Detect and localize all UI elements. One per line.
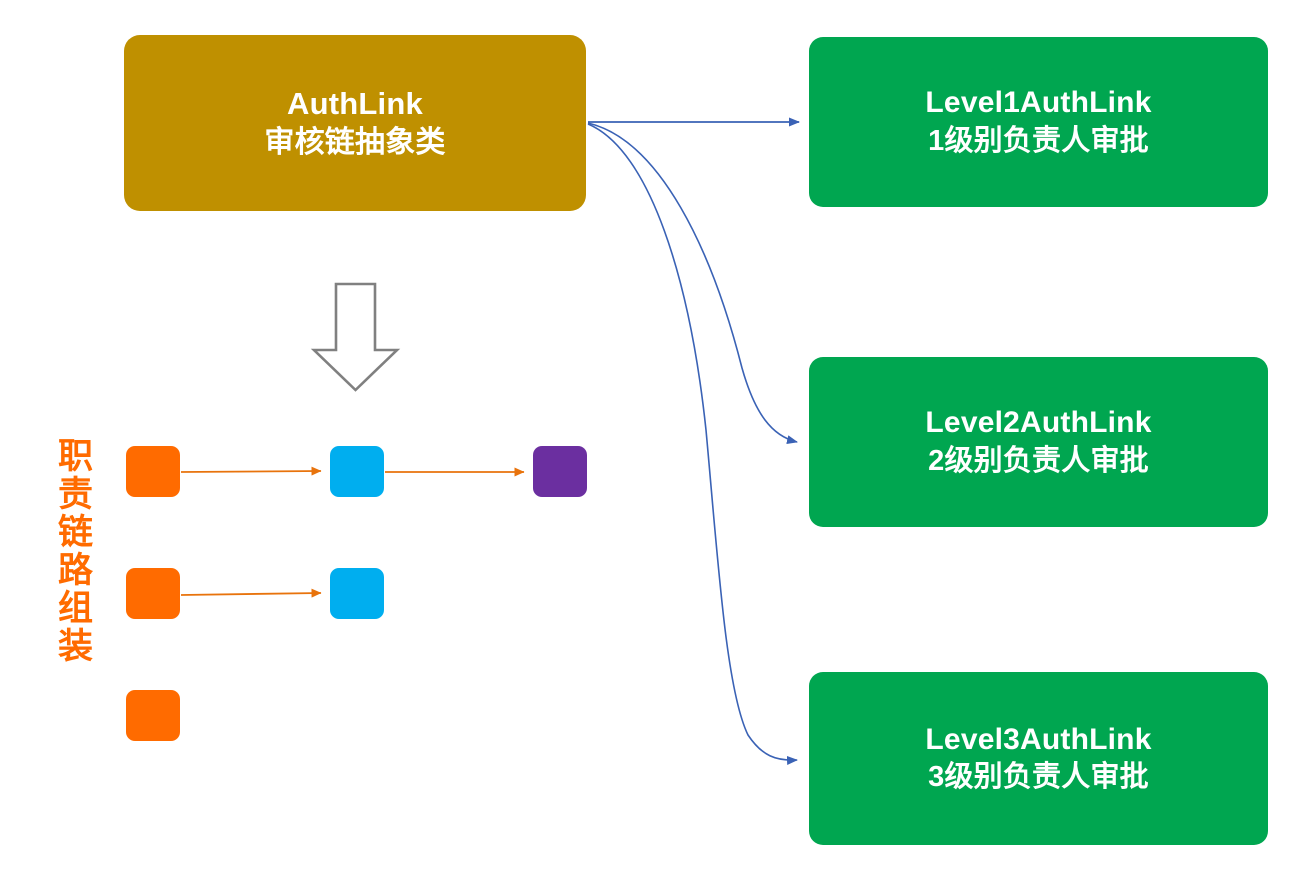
- chain-chip-row3-handler1[interactable]: [126, 690, 180, 741]
- chain-arrow-row1-a: [180, 466, 322, 476]
- connector-authlink-to-level3: [587, 123, 798, 765]
- node-authlink-title: AuthLink: [287, 85, 423, 121]
- chain-chip-row1-handler3[interactable]: [533, 446, 587, 497]
- node-level2-title: Level2AuthLink: [925, 406, 1152, 440]
- connector-authlink-to-level2: [587, 122, 798, 445]
- chain-chip-row1-handler2[interactable]: [330, 446, 384, 497]
- node-level2-authlink[interactable]: Level2AuthLink 2级别负责人审批: [809, 357, 1268, 527]
- chain-arrow-row2-a: [180, 588, 322, 598]
- node-level3-authlink[interactable]: Level3AuthLink 3级别负责人审批: [809, 672, 1268, 845]
- node-level3-subtitle: 3级别负责人审批: [928, 761, 1149, 794]
- chain-chip-row2-handler1[interactable]: [126, 568, 180, 619]
- chain-assembly-caption: 职责链路组装: [53, 437, 92, 665]
- node-authlink[interactable]: AuthLink 审核链抽象类: [124, 35, 586, 211]
- node-level2-subtitle: 2级别负责人审批: [928, 444, 1149, 477]
- chain-chip-row2-handler2[interactable]: [330, 568, 384, 619]
- node-level3-title: Level3AuthLink: [925, 722, 1152, 756]
- node-authlink-subtitle: 审核链抽象类: [264, 125, 446, 159]
- node-level1-title: Level1AuthLink: [925, 86, 1152, 120]
- node-level1-subtitle: 1级别负责人审批: [928, 124, 1149, 157]
- node-level1-authlink[interactable]: Level1AuthLink 1级别负责人审批: [809, 37, 1268, 207]
- down-block-arrow-icon: [310, 282, 401, 392]
- chain-chip-row1-handler1[interactable]: [126, 446, 180, 497]
